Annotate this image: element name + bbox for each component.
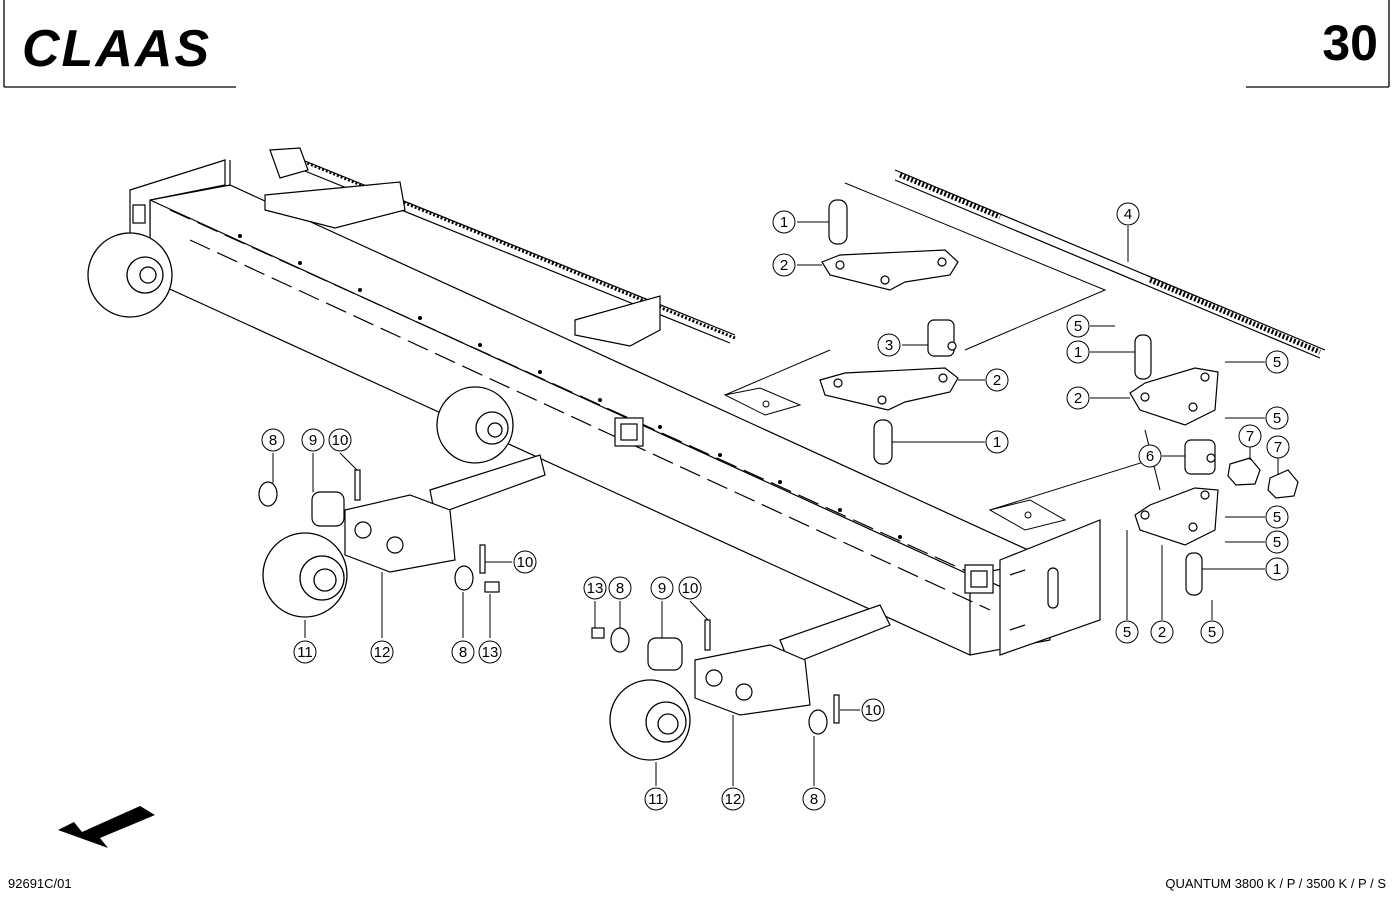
svg-text:2: 2	[1158, 624, 1166, 641]
svg-text:4: 4	[1124, 206, 1132, 223]
callout: 12	[370, 640, 394, 664]
callout: 8	[451, 640, 475, 664]
callout: 10	[328, 428, 352, 452]
svg-text:3: 3	[885, 337, 893, 354]
callout: 8	[261, 428, 285, 452]
callout: 10	[678, 576, 702, 600]
callout: 10	[861, 698, 885, 722]
brand-logo-text: CLAAS	[22, 20, 211, 78]
svg-text:5: 5	[1273, 534, 1281, 551]
svg-text:5: 5	[1273, 410, 1281, 427]
sprocket-upper-left	[87, 232, 173, 318]
svg-text:2: 2	[1074, 390, 1082, 407]
svg-text:6: 6	[1146, 448, 1154, 465]
callout: 11	[644, 787, 668, 811]
svg-text:8: 8	[810, 791, 818, 808]
callout: 5	[1265, 505, 1289, 529]
main-frame-beam	[149, 160, 1051, 656]
callout: 9	[650, 576, 674, 600]
callout: 2	[1066, 386, 1090, 410]
svg-text:2: 2	[993, 372, 1001, 389]
svg-text:13: 13	[587, 580, 604, 597]
svg-text:5: 5	[1123, 624, 1131, 641]
callout: 11	[293, 640, 317, 664]
svg-text:12: 12	[374, 644, 391, 661]
svg-text:13: 13	[482, 644, 499, 661]
svg-text:1: 1	[993, 434, 1001, 451]
sprocket-11-left	[262, 532, 348, 618]
svg-text:11: 11	[297, 644, 313, 661]
svg-text:10: 10	[332, 432, 349, 449]
callout: 7	[1266, 435, 1290, 459]
threaded-rod-4	[894, 169, 1326, 359]
svg-text:5: 5	[1074, 318, 1082, 335]
svg-text:7: 7	[1246, 428, 1254, 445]
reference-plane-upper	[723, 182, 1107, 416]
callout: 10	[513, 550, 537, 574]
callout: 9	[301, 428, 325, 452]
leader-lines	[272, 221, 1279, 786]
svg-text:10: 10	[682, 580, 699, 597]
callout: 12	[721, 787, 745, 811]
callout: 3	[877, 333, 901, 357]
direction-arrow-icon	[58, 806, 155, 848]
header-frame	[3, 0, 1390, 88]
callout: 2	[1150, 620, 1174, 644]
svg-text:9: 9	[658, 580, 666, 597]
svg-text:8: 8	[269, 432, 277, 449]
svg-text:5: 5	[1208, 624, 1216, 641]
svg-text:2: 2	[780, 257, 788, 274]
svg-text:10: 10	[865, 702, 882, 719]
callout: 5	[1265, 406, 1289, 430]
model-label: QUANTUM 3800 K / P / 3500 K / P / S	[1165, 876, 1386, 891]
svg-text:1: 1	[1074, 344, 1082, 361]
callout: 8	[608, 576, 632, 600]
sprocket-11-right	[609, 679, 691, 761]
callout: 13	[478, 640, 502, 664]
svg-text:1: 1	[1273, 561, 1281, 578]
callout: 6	[1138, 444, 1162, 468]
drawing-code: 92691C/01	[8, 876, 72, 891]
callout: 7	[1238, 424, 1262, 448]
callout: 1	[1265, 557, 1289, 581]
svg-text:11: 11	[648, 791, 664, 808]
svg-text:1: 1	[780, 214, 788, 231]
svg-text:12: 12	[725, 791, 742, 808]
callout: 2	[772, 253, 796, 277]
callout: 5	[1115, 620, 1139, 644]
arm-12-right	[694, 604, 891, 716]
callout: 5	[1066, 314, 1090, 338]
callout: 8	[802, 787, 826, 811]
callouts: 1 2 3 2 1 4 5 1 5 2 5 6 7 7 5 5 1 5 2 5 …	[261, 202, 1290, 811]
right-bracket-assembly	[1129, 334, 1299, 596]
callout: 4	[1116, 202, 1140, 226]
end-plate	[999, 519, 1101, 656]
svg-text:9: 9	[309, 432, 317, 449]
page-number: 30	[1322, 15, 1378, 71]
svg-text:8: 8	[616, 580, 624, 597]
small-parts	[258, 469, 840, 735]
svg-text:5: 5	[1273, 354, 1281, 371]
svg-text:7: 7	[1274, 439, 1282, 456]
callout: 5	[1265, 530, 1289, 554]
sprocket-mid	[436, 386, 514, 464]
arm-12-left	[344, 454, 546, 573]
callout: 5	[1265, 350, 1289, 374]
svg-text:10: 10	[517, 554, 534, 571]
callout: 2	[985, 368, 1009, 392]
adjuster-rod-upper	[264, 147, 736, 347]
callout: 5	[1200, 620, 1224, 644]
callout: 1	[772, 210, 796, 234]
callout: 1	[1066, 340, 1090, 364]
svg-text:5: 5	[1273, 509, 1281, 526]
claas-logo: CLAAS	[22, 20, 211, 78]
svg-text:8: 8	[459, 644, 467, 661]
callout: 1	[985, 430, 1009, 454]
callout: 13	[583, 576, 607, 600]
upper-bracket-assembly	[819, 199, 959, 465]
